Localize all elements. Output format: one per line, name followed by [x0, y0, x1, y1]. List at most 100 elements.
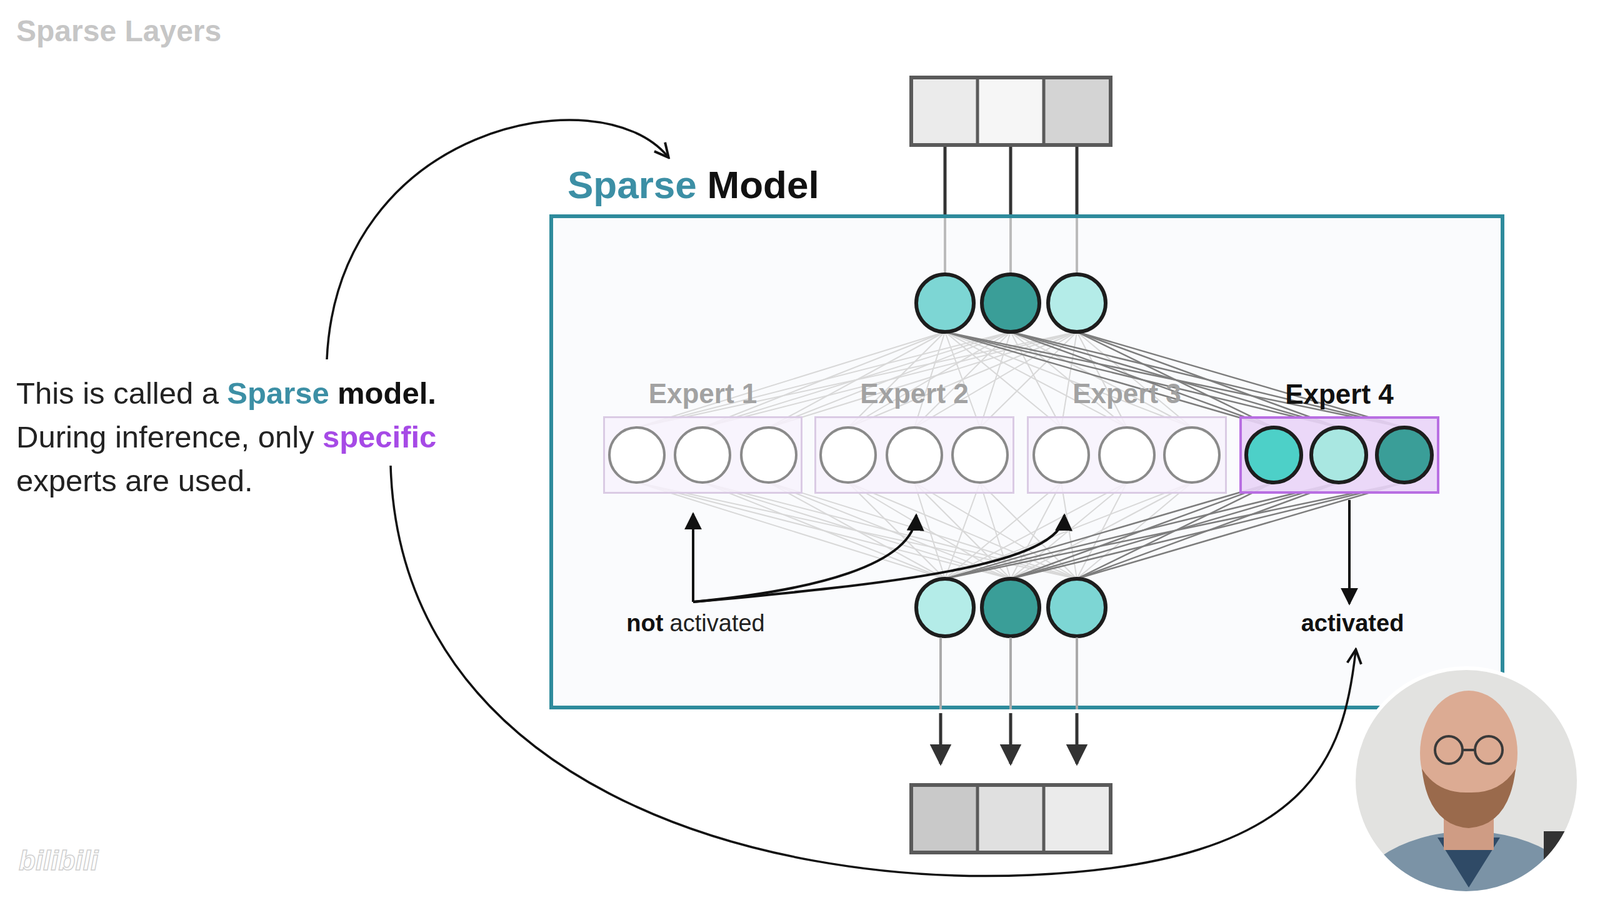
pointer-curves — [326, 120, 1356, 877]
output-wire — [939, 637, 942, 710]
active-expert-box: Expert 4 — [1239, 416, 1440, 494]
vector-cell — [911, 785, 978, 853]
slide-title: Sparse Layers — [16, 13, 222, 49]
connection-line — [1076, 482, 1339, 579]
heading-accent: Sparse — [567, 163, 697, 207]
expert-box: Expert 2 — [814, 416, 1015, 494]
neuron — [609, 427, 665, 483]
input-wire — [1075, 146, 1079, 215]
connection-line — [945, 482, 1274, 579]
neck — [1443, 806, 1494, 850]
connection-line — [945, 482, 1127, 579]
neuron — [886, 427, 942, 483]
watermark-text: bilibili — [18, 845, 99, 876]
connection-line — [945, 482, 1405, 579]
active-neuron — [1311, 427, 1367, 483]
webcam-presenter — [1343, 662, 1594, 900]
leader-arrow — [693, 515, 1065, 602]
heading-word: Model — [707, 163, 820, 207]
explanation-line: experts are used. — [16, 461, 254, 500]
connection-line — [768, 482, 1077, 579]
vector-outline — [911, 77, 1111, 145]
neuron — [741, 427, 797, 483]
callout-label: notactivated — [626, 609, 765, 637]
connection-line — [636, 482, 945, 579]
input-wire — [1075, 218, 1079, 275]
vector-divider — [1042, 785, 1046, 853]
neuron — [1164, 427, 1220, 483]
connection-line — [636, 482, 1011, 579]
connection-line — [1076, 482, 1405, 579]
glasses — [1435, 736, 1463, 764]
vector-outline — [911, 785, 1111, 853]
input-neurons — [916, 274, 1106, 332]
output-arrow — [939, 713, 943, 764]
connection-line — [1010, 482, 1405, 579]
output-arrow — [1075, 713, 1079, 764]
watermark: bilibili — [18, 845, 99, 877]
active-neuron — [1246, 427, 1302, 483]
leader-arrow — [691, 513, 695, 602]
neuron — [1048, 578, 1106, 637]
bold-word: model. — [337, 376, 437, 410]
highlight-word: specific — [322, 420, 437, 454]
pointer-curve — [326, 120, 668, 360]
callout-label: activated — [1301, 609, 1405, 637]
neuron — [916, 578, 974, 637]
webcam-frame — [1353, 668, 1579, 894]
connection-line — [945, 482, 1339, 579]
glasses — [1462, 748, 1475, 752]
callout-text: activated — [670, 610, 765, 637]
explanation-line: This is called aSparsemodel. — [16, 374, 437, 412]
beard — [1421, 768, 1516, 829]
connection-line — [1010, 482, 1339, 579]
explanation-text: experts are used. — [16, 463, 254, 498]
explanation-text: This is called a — [16, 376, 219, 410]
highlight-word: Sparse — [226, 376, 329, 410]
connection-line — [1076, 482, 1127, 579]
connection-line — [1010, 482, 1192, 579]
connection-line — [1010, 331, 1274, 428]
neuron — [820, 427, 876, 483]
connection-line — [1076, 482, 1274, 579]
vector-divider — [1042, 77, 1046, 145]
connection-line — [848, 482, 1011, 579]
output-arrow — [1009, 713, 1013, 764]
output-neurons — [916, 578, 1106, 637]
neuron — [1033, 427, 1089, 483]
model-heading: SparseModel — [567, 163, 820, 207]
callout-text: activated — [1301, 610, 1405, 637]
bold-word: not — [626, 610, 664, 637]
output-wires — [940, 637, 1077, 764]
connection-line — [945, 331, 1339, 428]
connection-line — [848, 482, 1077, 579]
connection-line — [702, 331, 1077, 428]
input-wire — [1009, 218, 1012, 275]
pointer-curve — [390, 465, 1356, 877]
expert-heading: Expert 1 — [605, 379, 801, 409]
input-wire — [943, 146, 947, 215]
input-wire — [1009, 146, 1013, 215]
input-wires — [945, 146, 1077, 275]
neuron — [952, 427, 1008, 483]
input-wire — [943, 218, 947, 275]
vector-cell — [977, 77, 1044, 145]
connection-line — [945, 331, 1274, 428]
expert-heading: Expert 3 — [1028, 379, 1225, 409]
neuron — [1048, 274, 1106, 332]
callout-arrows — [693, 500, 1350, 604]
explanation-text: During inference, only — [16, 420, 315, 454]
input-vector — [911, 77, 1111, 145]
microphone — [1543, 831, 1588, 900]
output-vector — [911, 785, 1111, 853]
expert-heading: Expert 2 — [816, 379, 1013, 409]
vector-divider — [976, 77, 980, 145]
leader-arrow — [1348, 500, 1351, 604]
expert-heading: Expert 4 — [1241, 380, 1437, 409]
output-wire — [1009, 637, 1012, 710]
vector-cell — [1043, 785, 1111, 853]
head — [1420, 690, 1518, 816]
connection-line — [1010, 482, 1274, 579]
